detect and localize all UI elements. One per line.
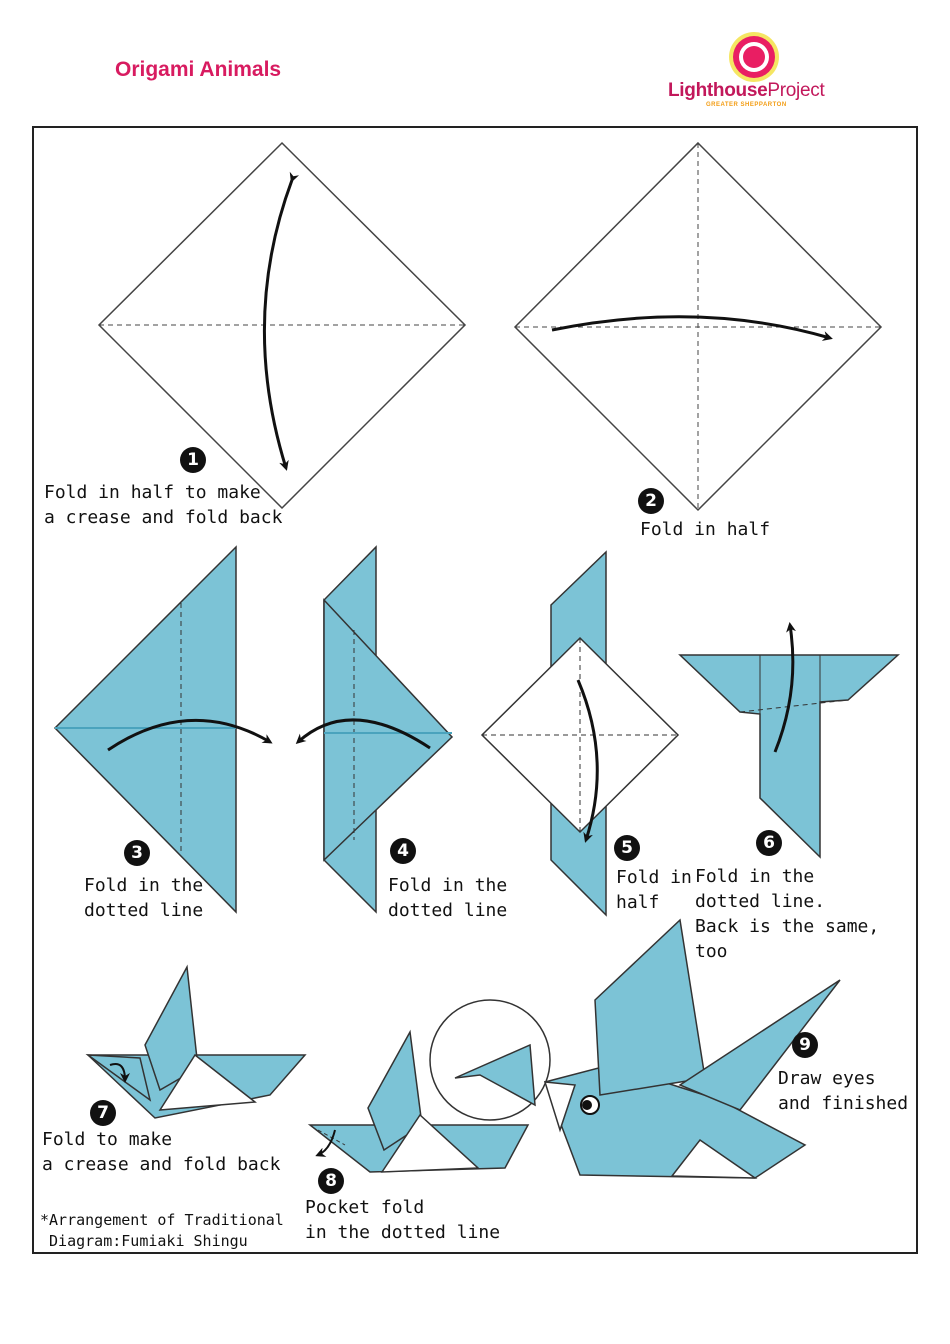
step-7-bird — [85, 964, 307, 1119]
step-8-bird — [307, 999, 551, 1173]
step-4-shape — [295, 545, 454, 914]
step-4-arrow-icon — [295, 718, 431, 750]
logo-ring-icon — [729, 32, 779, 82]
step-1-square — [97, 141, 467, 510]
step-6-number: 6 — [756, 830, 782, 856]
step-7-arrow-icon — [109, 1063, 130, 1083]
step-1-arrow-icon — [262, 171, 300, 471]
diagram-frame — [32, 126, 918, 1254]
step-5-arrow-icon — [576, 679, 599, 843]
page-title: Origami Animals — [115, 58, 282, 81]
step-5-shape — [480, 550, 680, 917]
step-2-caption: Fold in half — [640, 519, 771, 540]
step-2-arrow-icon — [551, 315, 833, 341]
step-2-number: 2 — [638, 488, 664, 514]
step-8-arrow-icon — [315, 1129, 336, 1157]
logo-name-bold: Lighthouse — [668, 80, 768, 101]
logo-wordmark: LighthouseProject — [668, 80, 825, 102]
step-2-square — [513, 141, 883, 512]
diagram-credit: *Arrangement of Traditional Diagram:Fumi… — [40, 1211, 284, 1250]
step-6-shape — [678, 622, 900, 859]
step-6-arrow-icon — [773, 622, 797, 753]
lighthouse-project-logo: LighthouseProject GREATER SHEPPARTON — [668, 30, 858, 115]
step-3-number: 3 — [124, 840, 150, 866]
step-5-number: 5 — [614, 835, 640, 861]
step-3-shape — [53, 545, 273, 914]
step-4-number: 4 — [390, 838, 416, 864]
logo-subtitle: GREATER SHEPPARTON — [706, 102, 787, 108]
step-9-bird — [543, 918, 841, 1179]
step-8-number: 8 — [318, 1168, 344, 1194]
step-7-number: 7 — [90, 1100, 116, 1126]
step-9-number: 9 — [792, 1032, 818, 1058]
step-3-arrow-icon — [107, 718, 273, 752]
step-1-number: 1 — [180, 447, 206, 473]
logo-name-regular: Project — [767, 80, 825, 101]
